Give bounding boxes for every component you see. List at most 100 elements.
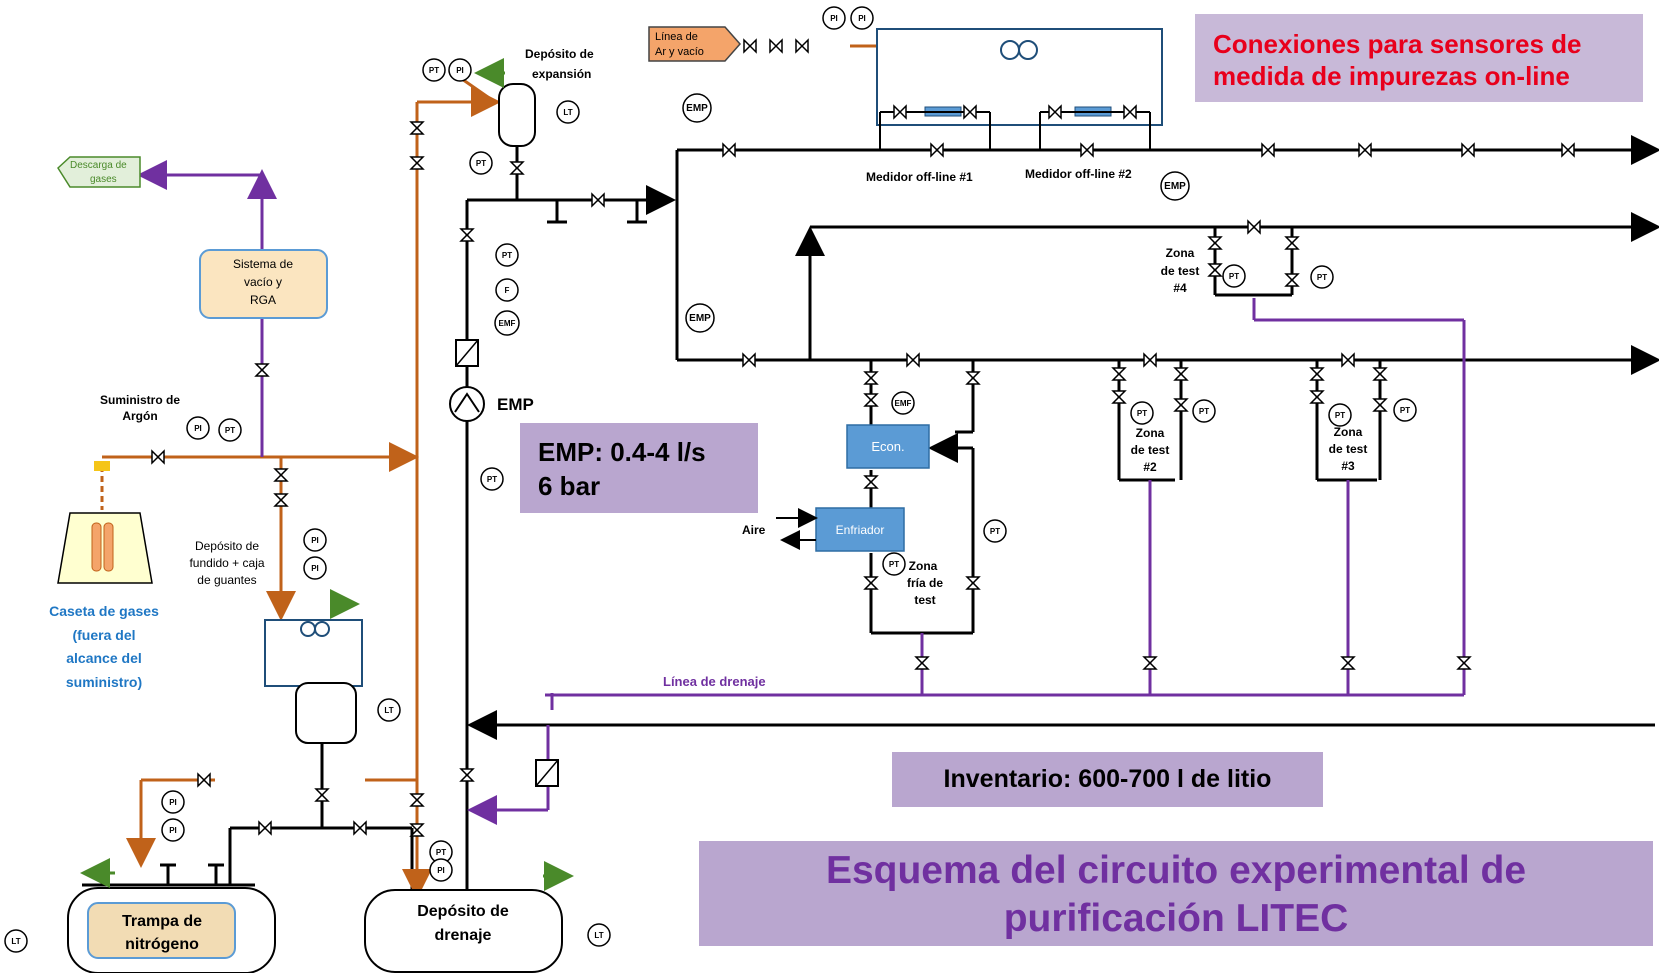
emf-instrument-tag: EMF: [895, 399, 912, 408]
diagram-title-line-1: Esquema del circuito experimental de: [825, 849, 1527, 892]
f-instrument-bubble: [495, 278, 519, 302]
pi-instrument-bubble: [161, 818, 185, 842]
valve-icon: [863, 371, 879, 385]
valve-icon: [273, 493, 289, 507]
valve-icon: [1461, 142, 1475, 158]
pi-instrument-bubble: [303, 556, 327, 580]
pi-instrument-tag: PI: [194, 424, 202, 433]
melt-tank-label-2: fundido + caja: [189, 556, 264, 570]
emp-instrument-tag: EMP: [1164, 181, 1186, 192]
offline-meter-1-label: Medidor off-line #1: [866, 170, 973, 184]
ar-vacuum-tag: [648, 26, 742, 62]
cold-zone-label-3: test: [914, 593, 935, 607]
gas-house-label-1: Caseta de gases: [49, 603, 159, 619]
emp-note: EMP: 0.4-4 l/s 6 bar: [520, 423, 758, 513]
vacuum-system-label-2: vacío y: [244, 275, 282, 289]
emp-instrument-bubble: [685, 303, 715, 333]
emf-instrument-tag: EMF: [499, 319, 516, 328]
vent-arrows: [80, 58, 574, 891]
valve-icon: [769, 38, 783, 54]
valve-icon: [151, 449, 165, 465]
valve-icon: [914, 656, 930, 670]
vacuum-system-label-3: RGA: [250, 293, 276, 307]
valve-icon: [965, 576, 981, 590]
valve-icon: [1372, 367, 1388, 381]
emf-instrument-bubble: [891, 391, 915, 415]
emp-instrument-tag: EMP: [689, 313, 711, 324]
pi-instrument-bubble: [303, 528, 327, 552]
pt-instrument-bubble: [1310, 265, 1334, 289]
valve-icon: [1207, 263, 1223, 277]
valve-icon: [893, 104, 907, 120]
pt-instrument-bubble: [495, 243, 519, 267]
gas-connector: [94, 461, 110, 471]
pt-instrument-bubble: [1393, 398, 1417, 422]
sensors-note: Conexiones para sensores de medida de im…: [1195, 14, 1643, 102]
pt-instrument-tag: PT: [1317, 273, 1327, 282]
pt-instrument-bubble: [882, 552, 906, 576]
lt-instrument-tag: LT: [384, 706, 393, 715]
pi-instrument-bubble: [161, 790, 185, 814]
test-zone-4-label-3: #4: [1173, 281, 1187, 295]
pt-instrument-tag: PT: [502, 251, 512, 260]
gas-house-label-4: suministro): [66, 674, 142, 690]
valve-icon: [863, 393, 879, 407]
valve-icon: [314, 788, 330, 802]
ar-vacuum-text-2: Ar y vacío: [655, 46, 704, 58]
pi-instrument-tag: PI: [311, 536, 319, 545]
valves: [151, 38, 1575, 837]
valve-icon: [1341, 352, 1355, 368]
valve-icon: [459, 768, 475, 782]
cooler: [815, 507, 905, 552]
pt-instrument-bubble: [480, 467, 504, 491]
inventory-note: Inventario: 600-700 l de litio: [892, 752, 1323, 807]
pi-instrument-bubble: [822, 6, 846, 30]
valve-icon: [1123, 104, 1137, 120]
valve-icon: [254, 363, 270, 377]
argon-supply-label-2: Argón: [122, 409, 157, 423]
pt-instrument-bubble: [1328, 403, 1352, 427]
pi-instrument-bubble: [186, 416, 210, 440]
melt-tank: [295, 682, 357, 744]
test-zone-4-label-2: de test: [1161, 264, 1200, 278]
lt-instrument-tag: LT: [594, 931, 603, 940]
pi-instrument-tag: PI: [311, 564, 319, 573]
diagram-title: Esquema del circuito experimental de pur…: [699, 841, 1653, 946]
cooler-label: Enfriador: [836, 523, 885, 537]
drain-tank-label-2: drenaje: [435, 927, 492, 944]
valve-icon: [1284, 236, 1300, 250]
expansion-tank-label-2: expansión: [532, 67, 591, 81]
lt-instrument-bubble: [556, 100, 580, 124]
lt-instrument-tag: LT: [11, 937, 20, 946]
valve-icon: [197, 772, 211, 788]
valve-icon: [1142, 656, 1158, 670]
offline-meter-2-label: Medidor off-line #2: [1025, 167, 1132, 181]
valve-icon: [1561, 142, 1575, 158]
valve-icon: [965, 371, 981, 385]
valve-icon: [1247, 219, 1261, 235]
valve-icon: [409, 823, 425, 837]
valve-icon: [1372, 398, 1388, 412]
pt-instrument-tag: PT: [1229, 272, 1239, 281]
valve-icon: [1173, 398, 1189, 412]
pt-instrument-tag: PT: [1335, 411, 1345, 420]
valve-icon: [722, 142, 736, 158]
diagram-title-line-2: purificación LITEC: [1003, 897, 1349, 940]
economizer: [846, 424, 930, 469]
economizer-label: Econ.: [871, 439, 904, 454]
valve-icon: [1173, 367, 1189, 381]
valve-icon: [459, 228, 475, 242]
valve-icon: [591, 192, 605, 208]
valve-icon: [863, 475, 879, 489]
drain-line-label: Línea de drenaje: [663, 674, 766, 689]
valve-icon: [906, 352, 920, 368]
valve-icon: [742, 352, 756, 368]
test-zone-2-label-1: Zona: [1136, 426, 1165, 440]
test-zone-2-label-2: de test: [1131, 443, 1170, 457]
emp-instrument-bubble: [682, 93, 712, 123]
lithium-loop: [82, 130, 1659, 900]
valve-icon: [1207, 236, 1223, 250]
test-zone-3-label-3: #3: [1341, 459, 1355, 473]
